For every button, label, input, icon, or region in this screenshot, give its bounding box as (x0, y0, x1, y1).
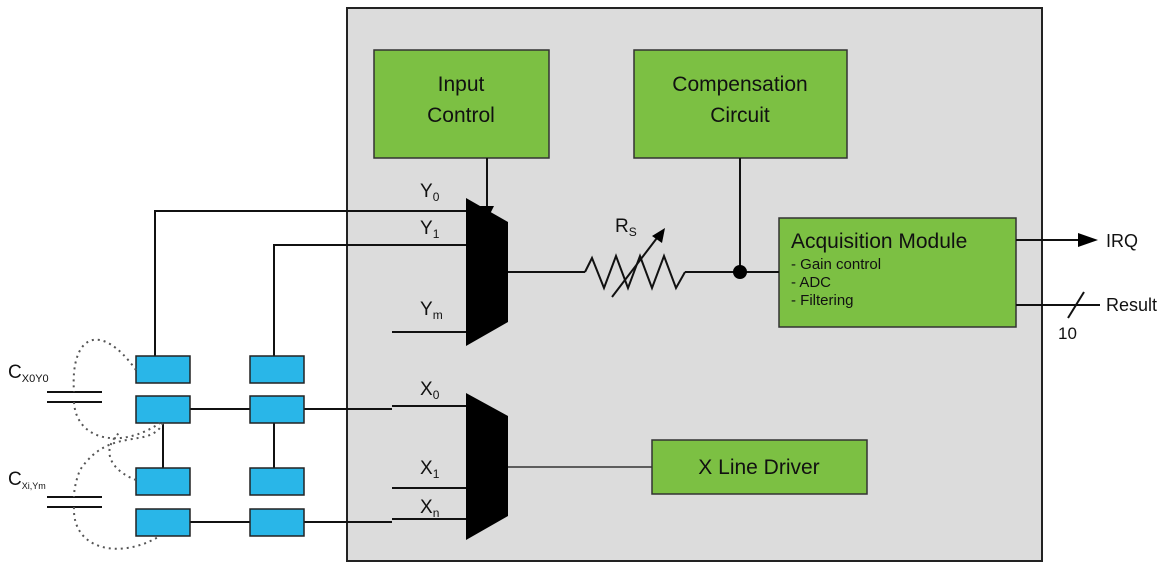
acquisition-module-title: Acquisition Module (791, 230, 967, 253)
variable-resistor-arrow-shaft (611, 233, 661, 298)
irq-arrowhead (1078, 233, 1098, 247)
input-control-block: Input Control (373, 49, 550, 159)
acquisition-item-gain: - Gain control (791, 256, 881, 273)
y1-label: Y1 (420, 218, 440, 241)
coupling-curve (73, 401, 161, 440)
capacitor-x0y0 (47, 391, 102, 403)
x-line-driver-block: X Line Driver (651, 439, 868, 495)
electrode-pad (135, 395, 191, 424)
y-multiplexer (466, 198, 508, 346)
electrode-pad (249, 508, 305, 537)
junction-dot (733, 265, 747, 279)
compensation-circuit-block: Compensation Circuit (633, 49, 848, 159)
variable-resistor-arrowhead (652, 228, 665, 243)
electrode-pad (135, 508, 191, 537)
rs-label: RS (615, 216, 637, 239)
ym-label: Ym (420, 299, 443, 322)
acquisition-item-filtering: - Filtering (791, 292, 854, 309)
result-label: Result (1106, 295, 1157, 315)
electrode-pad (249, 355, 305, 384)
x-line-driver-label: X Line Driver (698, 456, 819, 479)
compensation-label-line1: Compensation (672, 73, 807, 96)
capacitor-xiym-label: CXi,Ym (8, 469, 46, 491)
capacitor-x0y0-label: CX0Y0 (8, 362, 49, 385)
electrode-pad (249, 467, 305, 496)
bus-width-slash (1067, 291, 1085, 319)
input-control-label-line1: Input (438, 73, 485, 96)
coupling-curve (73, 422, 164, 498)
x0-label: X0 (420, 379, 440, 402)
y0-line (154, 210, 466, 378)
bus-width-label: 10 (1058, 324, 1077, 343)
xn-label: Xn (420, 497, 439, 520)
compensation-label-line2: Circuit (710, 104, 770, 127)
x1-label: X1 (420, 458, 440, 481)
acquisition-module-block: Acquisition Module - Gain control - ADC … (778, 217, 1017, 328)
coupling-curve (108, 431, 137, 481)
capacitor-xiym (47, 496, 102, 508)
electrode-pads (135, 355, 305, 537)
input-control-arrowhead (480, 206, 494, 220)
y1-line (273, 244, 466, 378)
irq-label: IRQ (1106, 231, 1138, 251)
electrode-pad (135, 355, 191, 384)
acquisition-item-adc: - ADC (791, 274, 831, 291)
coupling-curve (72, 506, 161, 550)
input-control-label-line2: Control (427, 104, 495, 127)
coupling-curve (72, 338, 137, 393)
rs-resistor (584, 253, 686, 291)
electrode-pad (249, 395, 305, 424)
x-multiplexer (466, 393, 508, 540)
y0-label: Y0 (420, 181, 440, 204)
electrode-pad (135, 467, 191, 496)
